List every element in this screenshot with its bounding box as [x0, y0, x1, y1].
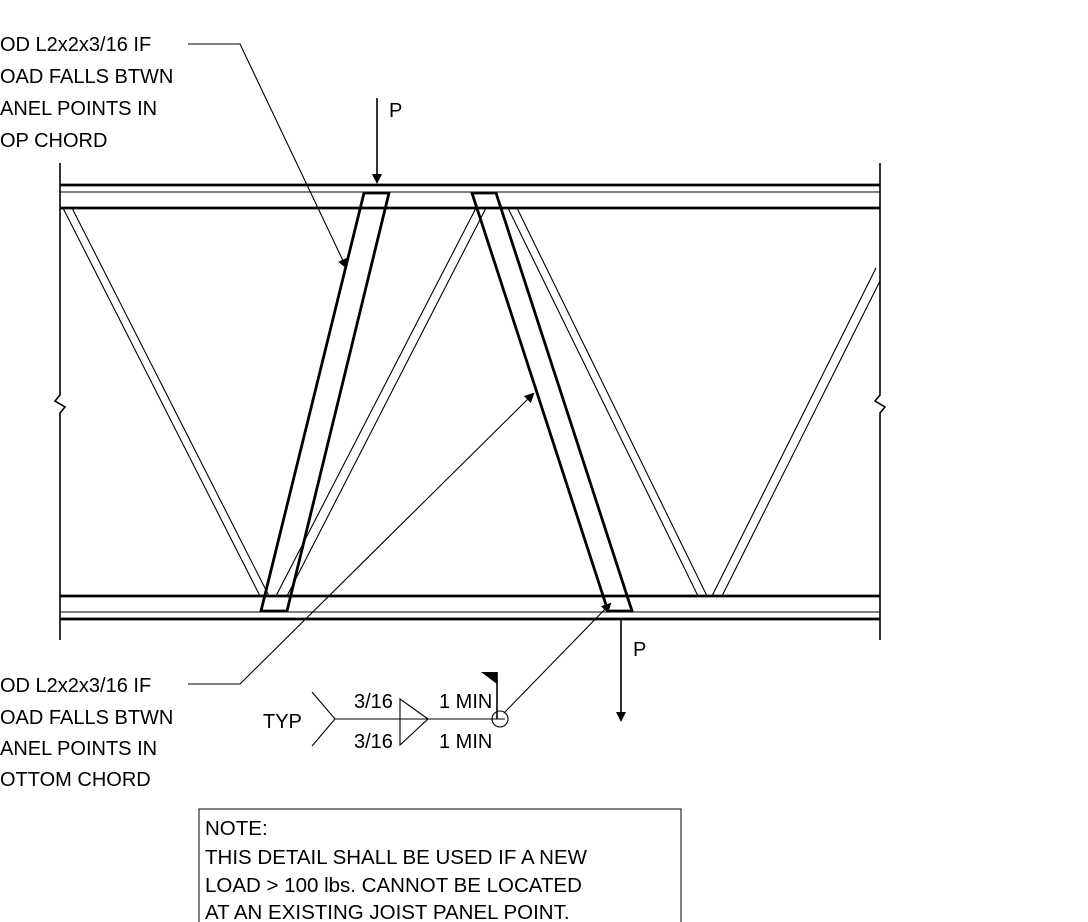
top-chord — [60, 183, 880, 210]
left-break-line — [53, 163, 67, 640]
existing-web-members — [62, 207, 881, 597]
note-box: NOTE: THIS DETAIL SHALL BE USED IF A NEW… — [198, 808, 682, 922]
right-break-line — [873, 163, 887, 640]
new-rod-bottom-chord — [470, 191, 634, 613]
top-label-line-2: OAD FALLS BTWN — [0, 66, 173, 88]
bottom-label-line-2: OAD FALLS BTWN — [0, 707, 173, 729]
top-label-leader — [188, 43, 348, 269]
bottom-load-label: P — [633, 639, 646, 661]
bottom-label-line-3: ANEL POINTS IN — [0, 738, 157, 760]
new-rod-top-chord — [259, 191, 391, 613]
top-label-line-4: OP CHORD — [0, 130, 107, 152]
bottom-label-line-1: OD L2x2x3/16 IF — [0, 675, 151, 697]
weld-size-arrow-side: 3/16 — [354, 691, 393, 713]
weld-length-other-side: 1 MIN — [439, 731, 492, 753]
bottom-label-line-4: OTTOM CHORD — [0, 769, 151, 791]
bottom-rod-label: OD L2x2x3/16 IF OAD FALLS BTWN ANEL POIN… — [0, 675, 173, 791]
weld-size-other-side: 3/16 — [354, 731, 393, 753]
top-rod-label: OD L2x2x3/16 IF OAD FALLS BTWN ANEL POIN… — [0, 34, 173, 152]
top-label-line-1: OD L2x2x3/16 IF — [0, 34, 151, 56]
weld-symbol — [311, 602, 612, 747]
top-label-line-3: ANEL POINTS IN — [0, 98, 157, 120]
weld-length-arrow-side: 1 MIN — [439, 691, 492, 713]
top-load-label: P — [389, 100, 402, 122]
note-title: NOTE: — [205, 817, 268, 840]
note-line-1: THIS DETAIL SHALL BE USED IF A NEW — [205, 846, 588, 869]
note-line-2: LOAD > 100 lbs. CANNOT BE LOCATED — [205, 874, 582, 897]
bottom-label-leader — [188, 392, 535, 685]
note-line-3: AT AN EXISTING JOIST PANEL POINT. — [205, 901, 570, 922]
weld-tail-text: TYP — [263, 711, 302, 733]
bottom-chord — [60, 594, 880, 621]
